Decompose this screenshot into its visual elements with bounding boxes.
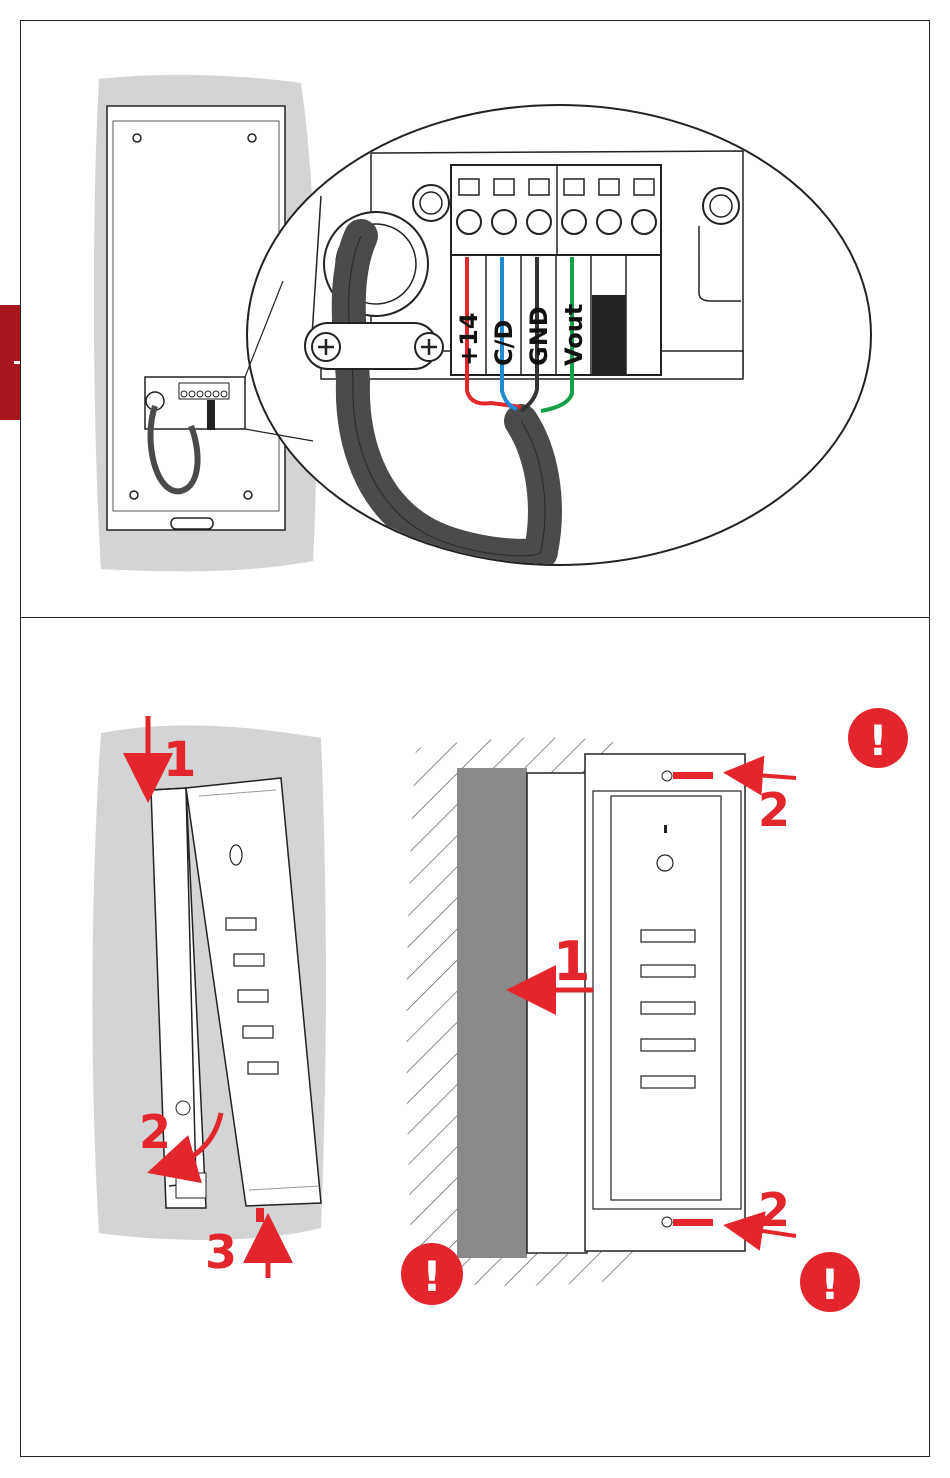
terminal-label-cd: C/D <box>490 320 518 366</box>
step-left-3: 3 <box>205 1225 237 1279</box>
mounting-panel: 1 2 3 1 2 2 ! <box>20 617 930 1457</box>
warning-icon: ! <box>848 708 908 768</box>
svg-text:!: ! <box>868 716 887 765</box>
step-right-2-top: 2 <box>758 783 790 837</box>
unused-slot <box>592 295 626 375</box>
terminal-label-vout: Vout <box>560 304 588 366</box>
terminal-block <box>451 165 661 255</box>
terminal-label-gnd: GND <box>525 306 553 366</box>
step-right-1: 1 <box>553 930 591 993</box>
back-box-side <box>457 768 527 1258</box>
screw-bottom <box>673 1219 713 1226</box>
step-left-1: 1 <box>163 732 196 788</box>
warning-icon: ! <box>401 1243 463 1305</box>
step-left-2: 2 <box>139 1105 171 1159</box>
wiring-diagram: +14 C/D GND Vout <box>21 21 931 619</box>
svg-text:!: ! <box>422 1252 441 1301</box>
mounting-diagram: 1 2 3 1 2 2 ! <box>21 618 931 1458</box>
screw-top <box>673 772 713 779</box>
terminal-label-plus14: +14 <box>455 312 483 366</box>
warning-icon: ! <box>800 1252 860 1312</box>
wiring-panel: +14 C/D GND Vout <box>20 20 930 618</box>
step-right-2-bottom: 2 <box>758 1183 790 1237</box>
svg-text:!: ! <box>820 1260 839 1309</box>
